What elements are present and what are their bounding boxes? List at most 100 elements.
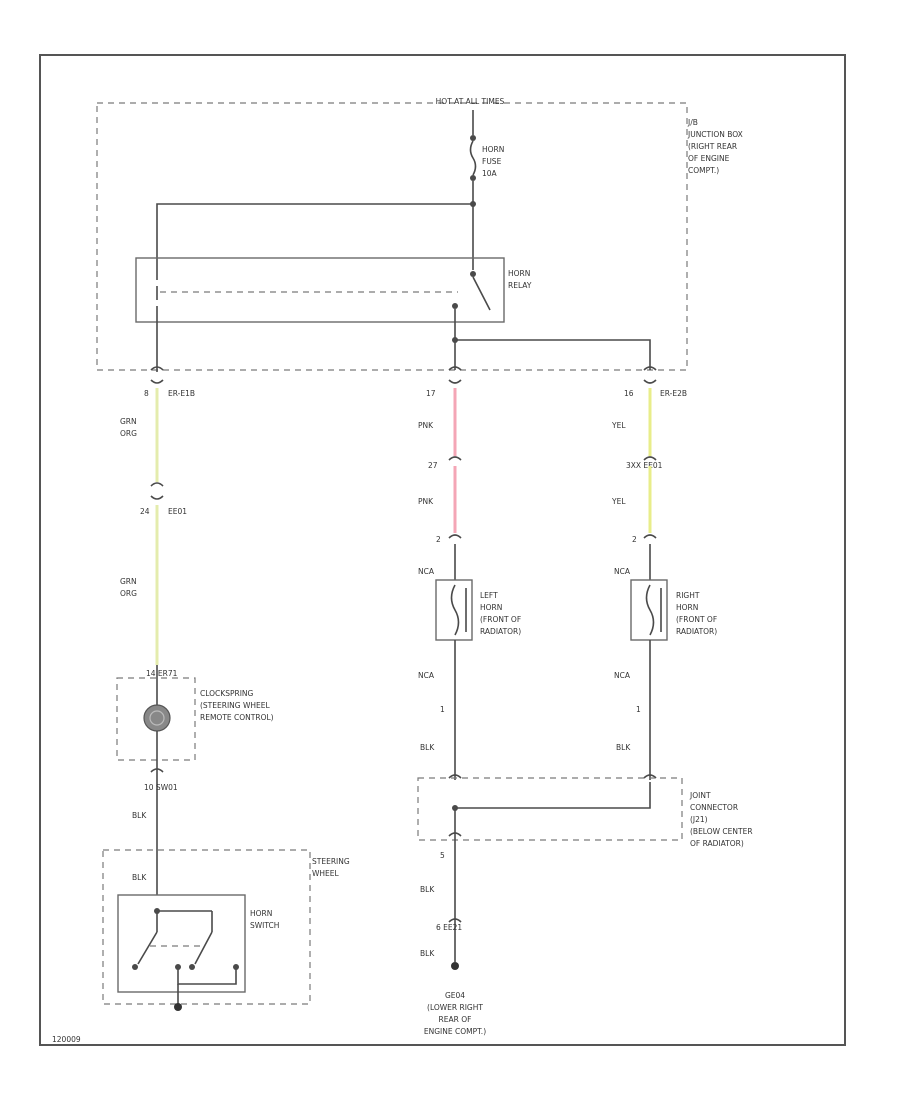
right-horn-ground-connector bbox=[643, 774, 657, 779]
connector-ee01-pin: 24 bbox=[140, 507, 150, 516]
right-horn-pin-2: 2 bbox=[632, 535, 637, 544]
connector-er-e2b-name: ER-E2B bbox=[660, 389, 687, 398]
right-horn-pin-1: 1 bbox=[636, 705, 641, 714]
joint-connector-label-5: OF RADIATOR) bbox=[690, 839, 744, 848]
horn-switch-terminal-3 bbox=[189, 964, 195, 970]
right-horn-label-1: RIGHT bbox=[676, 591, 700, 600]
horn-switch-contact-1 bbox=[137, 931, 158, 965]
horn-switch-ground-icon bbox=[174, 1003, 182, 1011]
clockspring-label-3: REMOTE CONTROL) bbox=[200, 713, 274, 722]
left-horn-wire-blk: BLK bbox=[420, 743, 435, 752]
wire-blk-label-2: BLK bbox=[132, 873, 147, 882]
left-horn-pin-2: 2 bbox=[436, 535, 441, 544]
fuse-element bbox=[469, 140, 477, 176]
wire-blk-label-3: BLK bbox=[420, 885, 435, 894]
left-horn-label-3: (FRONT OF bbox=[480, 615, 521, 624]
connector-17-symbol bbox=[448, 366, 462, 384]
connector-er-e1b-symbol bbox=[150, 366, 164, 384]
left-horn-pin-2-symbol bbox=[448, 534, 462, 539]
connector-ee01-name: EE01 bbox=[168, 507, 187, 516]
ground-label-2: (LOWER RIGHT bbox=[427, 1003, 483, 1012]
connector-er-e1b-pin: 8 bbox=[144, 389, 149, 398]
horn-switch-terminal-1 bbox=[132, 964, 138, 970]
outer-frame bbox=[39, 54, 846, 1046]
left-horn-label-4: RADIATOR) bbox=[480, 627, 521, 636]
diagram-code: 120009 bbox=[52, 1035, 81, 1044]
horn-switch-label-1: HORN bbox=[250, 909, 272, 918]
connector-ee21-symbol bbox=[448, 918, 462, 923]
joint-connector-bus bbox=[455, 782, 651, 809]
wire-grn-org-bottom-label-1: GRN bbox=[120, 577, 137, 586]
joint-connector-outline bbox=[417, 777, 683, 841]
connector-sw01-symbol bbox=[150, 768, 164, 773]
wire-grn-org-top-label-1: GRN bbox=[120, 417, 137, 426]
ground-label-1: GE04 bbox=[445, 991, 465, 1000]
wire-yel-bottom-label: YEL bbox=[611, 497, 626, 506]
right-horn-body bbox=[630, 579, 668, 641]
connector-5-pin: 5 bbox=[440, 851, 445, 860]
connector-er71: 14 ER71 bbox=[146, 669, 178, 678]
wire-blk-label-1: BLK bbox=[132, 811, 147, 820]
right-horn-nca-top: NCA bbox=[614, 567, 631, 576]
relay-label-1: HORN bbox=[508, 269, 530, 278]
relay-contact-arm bbox=[472, 276, 491, 311]
connector-3xx-symbol bbox=[643, 456, 657, 461]
left-horn-coil bbox=[450, 584, 460, 636]
clockspring-symbol bbox=[143, 704, 171, 732]
horn-switch-box bbox=[117, 894, 246, 993]
steering-wheel-outline bbox=[102, 849, 311, 1005]
coil-feed-wire bbox=[156, 203, 473, 262]
joint-connector-label-1: JOINT bbox=[689, 791, 711, 800]
junction-box-label-4: OF ENGINE bbox=[688, 154, 730, 163]
clockspring-label-2: (STEERING WHEEL bbox=[200, 701, 271, 710]
ground-label-3: REAR OF bbox=[439, 1015, 472, 1024]
horn-switch-label-2: SWITCH bbox=[250, 921, 279, 930]
junction-box-label-5: COMPT.) bbox=[688, 166, 719, 175]
connector-3xx: 3XX EE01 bbox=[626, 461, 663, 470]
left-horn-ground-connector bbox=[448, 774, 462, 779]
clockspring-symbol-inner bbox=[149, 710, 165, 726]
connector-ee21: 6 EE21 bbox=[436, 923, 462, 932]
right-horn-pin-2-symbol bbox=[643, 534, 657, 539]
horn-switch-ground-bus bbox=[177, 967, 237, 985]
left-horn-body bbox=[435, 579, 473, 641]
fuse-label-3: 10A bbox=[482, 169, 498, 178]
connector-er-e2b-symbol bbox=[643, 366, 657, 384]
joint-connector-label-3: (J21) bbox=[690, 815, 708, 824]
left-horn-nca-bottom: NCA bbox=[418, 671, 435, 680]
horn-relay-box bbox=[135, 257, 505, 323]
connector-er-e2b-pin: 16 bbox=[624, 389, 634, 398]
wire-blk-label-4: BLK bbox=[420, 949, 435, 958]
power-label: HOT AT ALL TIMES bbox=[436, 97, 505, 106]
wire-pnk-bottom-label: PNK bbox=[418, 497, 434, 506]
ground-point-icon bbox=[451, 962, 459, 970]
wire-grn-org-top-label-2: ORG bbox=[120, 429, 137, 438]
wire-yel-top-label: YEL bbox=[611, 421, 626, 430]
left-horn-label-2: HORN bbox=[480, 603, 502, 612]
ground-label-4: ENGINE COMPT.) bbox=[424, 1027, 486, 1036]
fuse-label-2: FUSE bbox=[482, 157, 502, 166]
junction-box-label-3: (RIGHT REAR bbox=[688, 142, 737, 151]
connector-27-symbol bbox=[448, 456, 462, 461]
junction-box-outline bbox=[96, 102, 688, 371]
left-horn-pin-1: 1 bbox=[440, 705, 445, 714]
joint-connector-label-4: (BELOW CENTER bbox=[690, 827, 753, 836]
wire-pnk-top-label: PNK bbox=[418, 421, 434, 430]
fuse-terminal-top bbox=[470, 135, 476, 141]
relay-label-2: RELAY bbox=[508, 281, 532, 290]
right-horn-label-2: HORN bbox=[676, 603, 698, 612]
clockspring-label-1: CLOCKSPRING bbox=[200, 689, 254, 698]
connector-sw01: 10 SW01 bbox=[144, 783, 178, 792]
horn-switch-contact-2 bbox=[194, 931, 213, 965]
fuse-terminal-bottom bbox=[470, 175, 476, 181]
clockspring-outline bbox=[116, 677, 196, 761]
connector-27-pin: 27 bbox=[428, 461, 438, 470]
steering-wheel-label-2: WHEEL bbox=[312, 869, 340, 878]
right-horn-wire-blk: BLK bbox=[616, 743, 631, 752]
junction-box-label-1: J/B bbox=[687, 118, 698, 127]
joint-connector-label-2: CONNECTOR bbox=[690, 803, 738, 812]
right-horn-coil bbox=[645, 584, 655, 636]
right-horn-label-3: (FRONT OF bbox=[676, 615, 717, 624]
right-horn-nca-bottom: NCA bbox=[614, 671, 631, 680]
